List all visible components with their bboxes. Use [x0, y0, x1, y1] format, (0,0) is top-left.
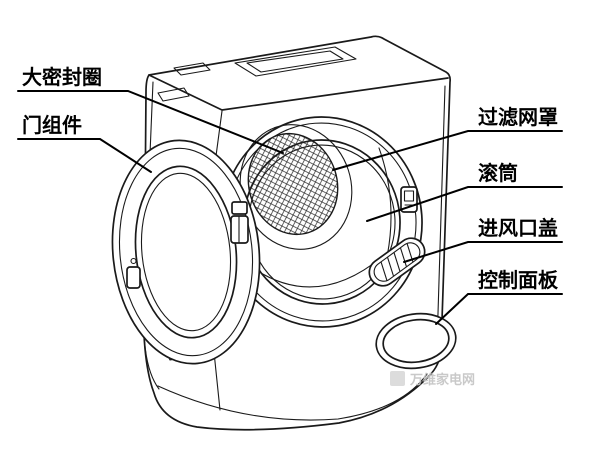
label-filter-mesh-cover: 过滤网罩	[478, 106, 558, 129]
top-recess-large-outer	[234, 46, 357, 77]
label-seal-ring: 大密封圈	[22, 65, 102, 89]
leader-lines	[17, 90, 563, 325]
label-drum: 滚筒	[478, 161, 518, 185]
label-air-inlet-cover: 进风口盖	[478, 216, 558, 240]
control-panel-oval	[375, 312, 457, 370]
part-labels: 大密封圈 门组件 过滤网罩 滚筒 进风口盖 控制面板	[22, 65, 559, 292]
top-face-edges	[148, 74, 449, 111]
leader-drum	[366, 186, 563, 222]
bottom-inner-line	[157, 373, 428, 421]
air-inlet-vent	[368, 237, 426, 287]
door	[111, 139, 261, 365]
leader-seal-ring	[17, 90, 284, 154]
right-edge-inner-line	[436, 85, 446, 347]
front-corner-edge-bottom	[213, 351, 221, 411]
leader-air-inlet-cover	[403, 241, 563, 263]
top-recess-small	[173, 62, 211, 76]
top-recess-large-inner	[246, 50, 344, 73]
leader-filter-mesh-cover	[332, 130, 563, 171]
door-latch	[126, 257, 141, 289]
door-hinge	[230, 201, 249, 244]
leader-door-assembly	[17, 138, 152, 173]
leader-control-panel	[435, 293, 563, 325]
front-corner-edge-top	[215, 110, 223, 157]
label-control-panel: 控制面板	[478, 268, 559, 292]
door-window-inner	[140, 172, 232, 332]
door-outer-rim-inner-line	[118, 147, 254, 357]
left-strip-hinge-recess-top	[157, 87, 190, 102]
watermark-text: 万维家电网	[409, 372, 475, 387]
door-window-outer	[134, 165, 238, 339]
watermark: 万维家电网	[390, 371, 475, 387]
door-outer-rim	[111, 139, 261, 365]
label-door-assembly: 门组件	[22, 113, 82, 137]
